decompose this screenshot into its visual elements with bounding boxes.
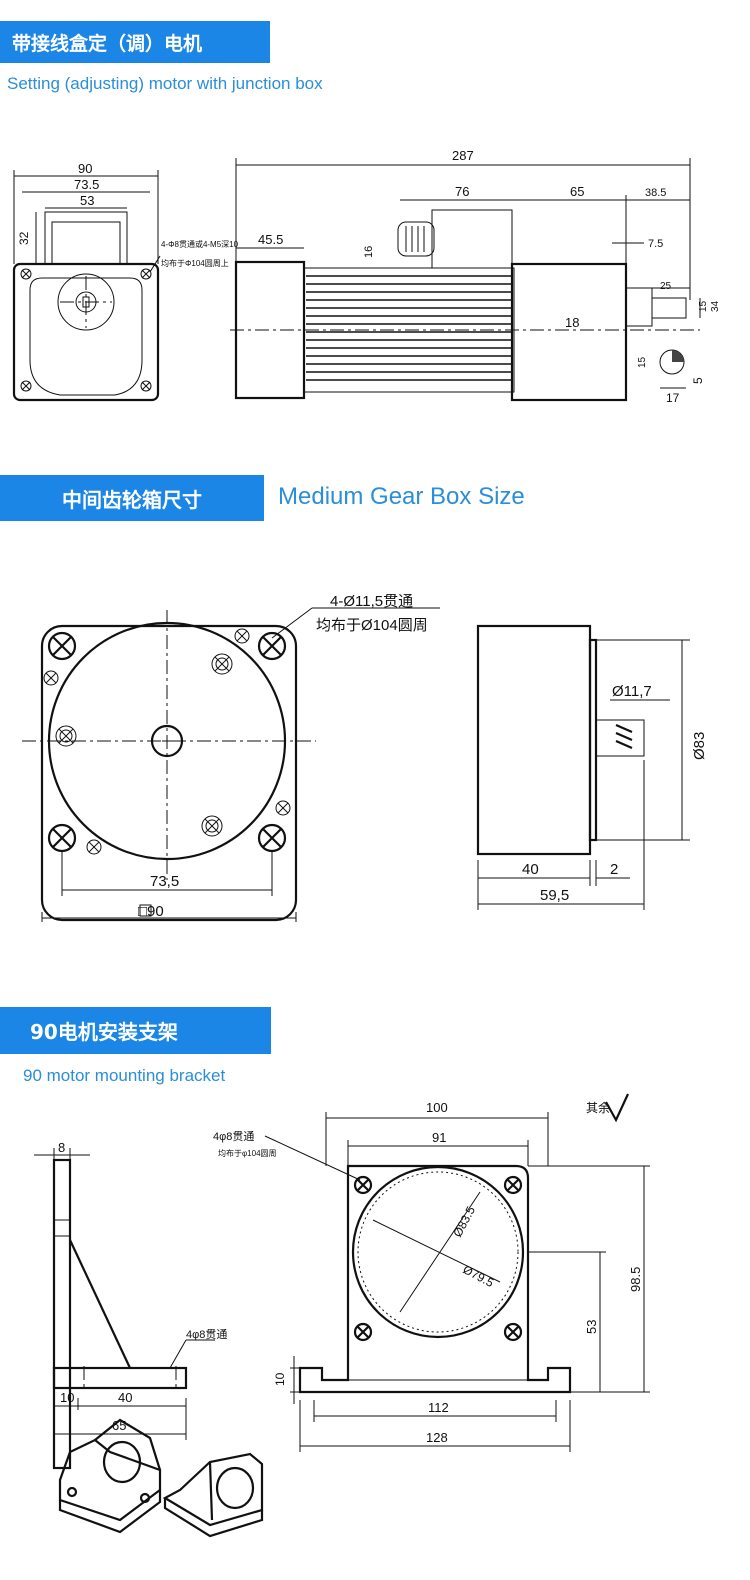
section3-subtitle: 90 motor mounting bracket xyxy=(23,1066,226,1085)
motor-front-view xyxy=(12,170,160,402)
dim-34: 34 xyxy=(710,300,721,312)
gearbox-dim-11-7: Ø11,7 xyxy=(612,683,652,700)
dim-76: 76 xyxy=(455,184,469,199)
gearbox-dim-59-5: 59,5 xyxy=(540,887,569,904)
section2-title-banner: 中间齿轮箱尺寸 xyxy=(0,475,264,521)
dim-17: 17 xyxy=(666,391,680,405)
bracket-side-view xyxy=(34,1148,215,1470)
gear-box-drawing: 4-Ø11,5贯通 均布于Ø104圆周 73,5 □90 Ø11,7 Ø83 4… xyxy=(22,593,708,922)
gearbox-side-view xyxy=(476,624,690,910)
gearbox-dim-square-90: □90 xyxy=(138,903,164,920)
bracket-dim-83-5: Ø83.5 xyxy=(450,1204,478,1240)
bracket-dim-79-5: Ø79.5 xyxy=(461,1262,497,1290)
section2-title: 中间齿轮箱尺寸 xyxy=(62,487,202,512)
bracket-side-hole-note: 4φ8贯通 xyxy=(186,1328,227,1341)
section1-subtitle: Setting (adjusting) motor with junction … xyxy=(7,74,323,93)
gearbox-hole-note-2: 均布于Ø104圆周 xyxy=(316,617,428,634)
dim-5: 5 xyxy=(691,377,705,384)
dim-18: 18 xyxy=(565,315,579,330)
dim-15: 15 xyxy=(698,300,709,312)
dim-53: 53 xyxy=(80,193,94,208)
section3-title-banner: 90电机安装支架 xyxy=(0,1007,271,1054)
bracket-dim-53: 53 xyxy=(584,1320,599,1334)
bracket-dim-10b: 10 xyxy=(273,1372,287,1386)
bracket-isometric-sketch-2 xyxy=(162,1452,264,1538)
dim-45-5: 45.5 xyxy=(258,232,283,247)
bracket-dim-98-5: 98.5 xyxy=(628,1267,643,1292)
gearbox-hole-note-1: 4-Ø11,5贯通 xyxy=(330,593,413,610)
finish-note: 其余 xyxy=(586,1100,610,1115)
gearbox-front-view xyxy=(22,607,440,922)
gearbox-dim-40: 40 xyxy=(522,861,539,878)
dim-15b: 15 xyxy=(637,356,648,368)
bracket-hole-note-2: 均布于φ104圆周 xyxy=(218,1148,277,1158)
dim-25: 25 xyxy=(660,281,672,292)
section1-title-banner: 带接线盒定（调）电机 xyxy=(0,21,270,63)
bracket-dim-128: 128 xyxy=(426,1430,448,1445)
motor-side-view xyxy=(230,209,700,402)
bracket-front-view xyxy=(264,1112,650,1452)
dim-32: 32 xyxy=(17,231,31,245)
surface-finish-symbol xyxy=(605,1093,629,1123)
motor-junction-box-drawing: 90 73.5 53 32 4-Φ8贯通或4-M5深10 均布于Φ104圆周上 xyxy=(12,148,721,405)
dim-65: 65 xyxy=(570,184,584,199)
dim-287: 287 xyxy=(452,148,474,163)
dim-38-5: 38.5 xyxy=(645,187,666,199)
dim-16: 16 xyxy=(363,246,375,258)
bracket-dim-91: 91 xyxy=(432,1130,446,1145)
dim-73-5: 73.5 xyxy=(74,177,99,192)
bracket-dim-10: 10 xyxy=(60,1390,74,1405)
bracket-dim-112: 112 xyxy=(428,1400,449,1415)
section3-title: 90电机安装支架 xyxy=(30,1020,178,1044)
bracket-dim-100: 100 xyxy=(426,1100,448,1115)
gearbox-dim-83: Ø83 xyxy=(691,732,708,760)
section2-subtitle: Medium Gear Box Size xyxy=(278,483,525,510)
bracket-dim-40: 40 xyxy=(118,1390,132,1405)
bracket-isometric-sketch-1 xyxy=(58,1418,162,1534)
bracket-dim-8: 8 xyxy=(58,1140,65,1155)
gearbox-dim-73-5: 73,5 xyxy=(150,873,179,890)
bracket-hole-note-1: 4φ8贯通 xyxy=(213,1130,254,1143)
note-holes-2: 均布于Φ104圆周上 xyxy=(161,258,229,268)
dim-7-5: 7.5 xyxy=(648,238,663,250)
note-holes-1: 4-Φ8贯通或4-M5深10 xyxy=(161,239,239,249)
gearbox-dim-2: 2 xyxy=(610,861,618,878)
mounting-bracket-drawing: 8 4φ8贯通 10 40 65 xyxy=(34,1093,650,1538)
dim-90: 90 xyxy=(78,161,92,176)
section1-title: 带接线盒定（调）电机 xyxy=(12,32,203,55)
